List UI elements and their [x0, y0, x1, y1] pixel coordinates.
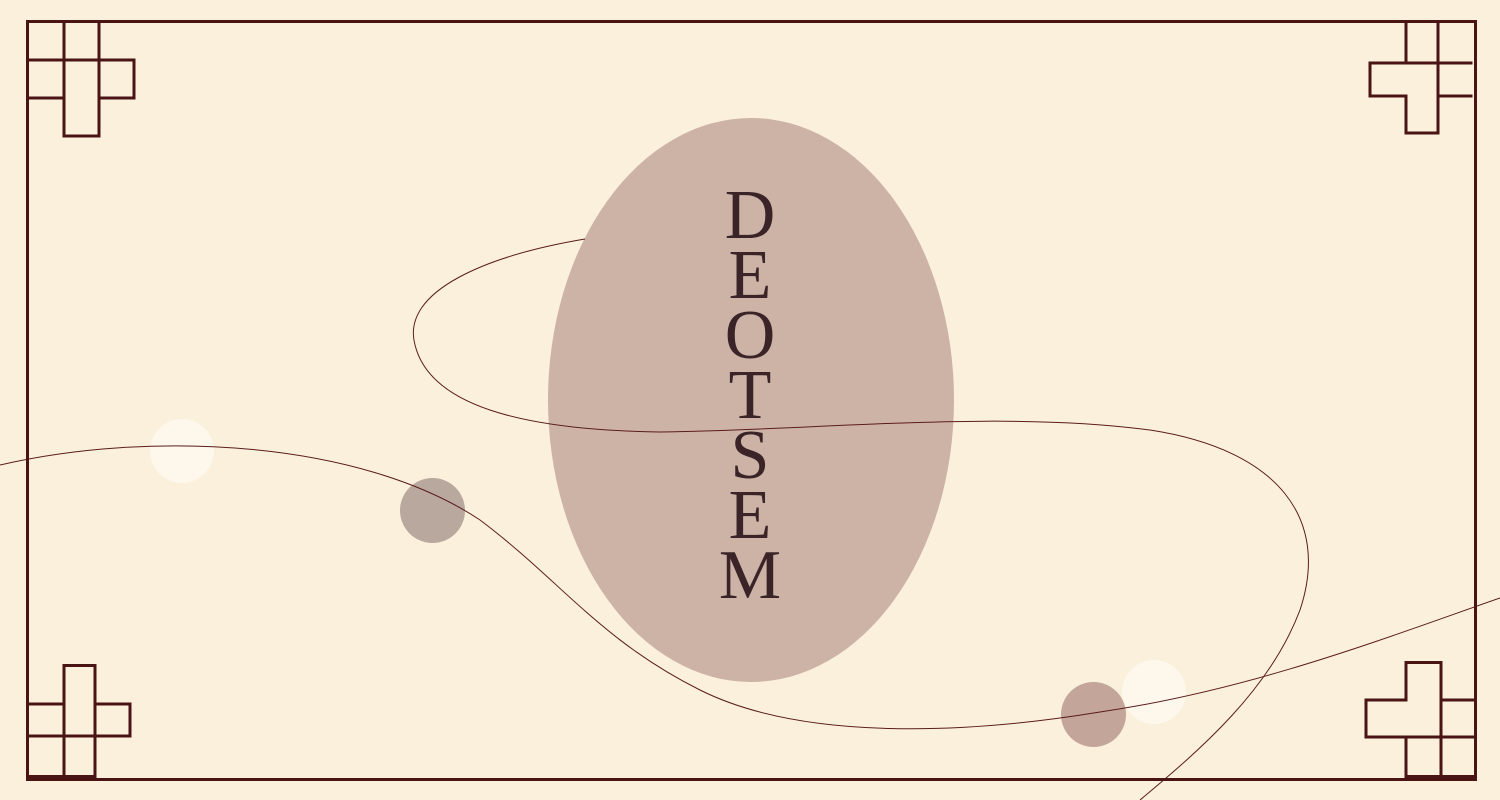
- title-letter: S: [730, 417, 770, 494]
- rose-circle-right: [1061, 682, 1126, 747]
- vertical-title: D E O T S E M: [700, 177, 800, 614]
- corner-ornament-bottom-left: [26, 664, 134, 778]
- central-oval: [548, 118, 954, 682]
- corner-ornament-top-left: [26, 20, 138, 140]
- wave-line: [0, 445, 1500, 730]
- title-letter: E: [728, 237, 772, 314]
- cream-circle-right: [1122, 660, 1186, 724]
- corner-ornament-top-right: [1368, 20, 1474, 136]
- title-letter: D: [724, 177, 776, 254]
- corner-ornament-bottom-right: [1364, 661, 1476, 778]
- loop-line: [412, 238, 1309, 800]
- title-letter: O: [724, 297, 776, 374]
- title-letter: T: [728, 357, 772, 434]
- cream-circle-left: [150, 419, 214, 483]
- title-letter: M: [718, 537, 782, 614]
- taupe-circle-left: [400, 478, 465, 543]
- title-letter: E: [728, 477, 772, 554]
